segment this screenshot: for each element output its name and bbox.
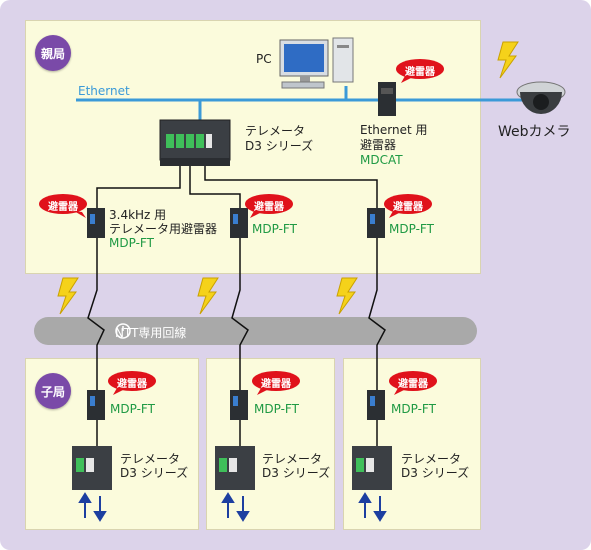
slave-telemeter-d3-2 (215, 446, 255, 490)
slave-mdp-ft-label-1: MDP-FT (110, 402, 155, 416)
master-telemeter-label-line2: D3 シリーズ (245, 139, 314, 153)
slave-arrester-mdp-3 (367, 390, 385, 420)
slave-station-badge: 子局 (35, 373, 71, 409)
master-telemeter-label-line1: テレメータ (245, 124, 306, 138)
slave-mdp-ft-label-3: MDP-FT (391, 402, 436, 416)
master-wire-2 (189, 166, 249, 392)
arrester-badge: 避雷器 (107, 370, 157, 396)
slave-mdp-ft-label-2: MDP-FT (254, 402, 299, 416)
master-mdp-ft-label-3: MDP-FT (389, 222, 434, 236)
master-station-badge: 親局 (35, 35, 71, 71)
slave-telemeter-d3-3 (352, 446, 392, 490)
arrester-badge: 避雷器 (38, 193, 88, 219)
pc-icon (279, 37, 354, 89)
slave-telemeter-d3-1 (72, 446, 112, 490)
slave-telemeter-label-1-line2: D3 シリーズ (120, 466, 189, 480)
pc-label: PC (256, 52, 272, 66)
eth-arrester-label-line2: 避雷器 (360, 138, 397, 152)
arrester-badge: 避雷器 (388, 370, 438, 396)
io-arrows-2 (221, 492, 250, 522)
telemeter-d3-master-device (159, 119, 231, 166)
arrester-3-4khz-label-line1: 3.4kHz 用 (109, 208, 167, 222)
ntt-line-label: NTT専用回線 (115, 326, 187, 340)
master-mdp-ft-label-2: MDP-FT (252, 222, 297, 236)
eth-arrester-model: MDCAT (360, 153, 403, 167)
slave-telemeter-label-3-line1: テレメータ (401, 452, 462, 466)
slave-telemeter-label-2-line1: テレメータ (262, 452, 323, 466)
ethernet-arrester-mdcat-icon (378, 82, 396, 116)
lightning-bolt-icon (197, 277, 219, 315)
master-mdp-ft-label-1: MDP-FT (109, 236, 154, 250)
arrester-badge: 避雷器 (383, 193, 433, 219)
arrester-3-4khz-label-line2: テレメータ用避雷器 (109, 222, 218, 236)
lightning-bolt-icon (336, 277, 358, 315)
slave-arrester-mdp-2 (230, 390, 248, 420)
eth-arrester-label-line1: Ethernet 用 (360, 123, 428, 137)
io-arrows-1 (78, 492, 107, 522)
master-wire-1 (87, 166, 181, 392)
slave-telemeter-label-1-line1: テレメータ (120, 452, 181, 466)
slave-telemeter-label-3-line2: D3 シリーズ (401, 466, 470, 480)
slave-arrester-mdp-1 (87, 390, 105, 420)
io-arrows-3 (358, 492, 387, 522)
arrester-badge: 避雷器 (395, 58, 445, 84)
lightning-bolt-icon (497, 41, 519, 79)
master-wire-3 (204, 166, 386, 392)
clock-icon (115, 323, 131, 339)
slave-telemeter-label-2-line2: D3 シリーズ (262, 466, 331, 480)
lightning-bolt-icon (57, 277, 79, 315)
ethernet-label: Ethernet (78, 84, 130, 98)
ntt-line-bar (34, 317, 477, 345)
web-camera-label: Webカメラ (498, 124, 571, 140)
master-arrester-mdp-3 (367, 208, 385, 238)
arrester-badge: 避雷器 (251, 370, 301, 396)
web-camera-icon (516, 81, 566, 114)
master-arrester-mdp-1 (87, 208, 105, 238)
master-arrester-mdp-2 (230, 208, 248, 238)
arrester-badge: 避雷器 (244, 193, 294, 219)
